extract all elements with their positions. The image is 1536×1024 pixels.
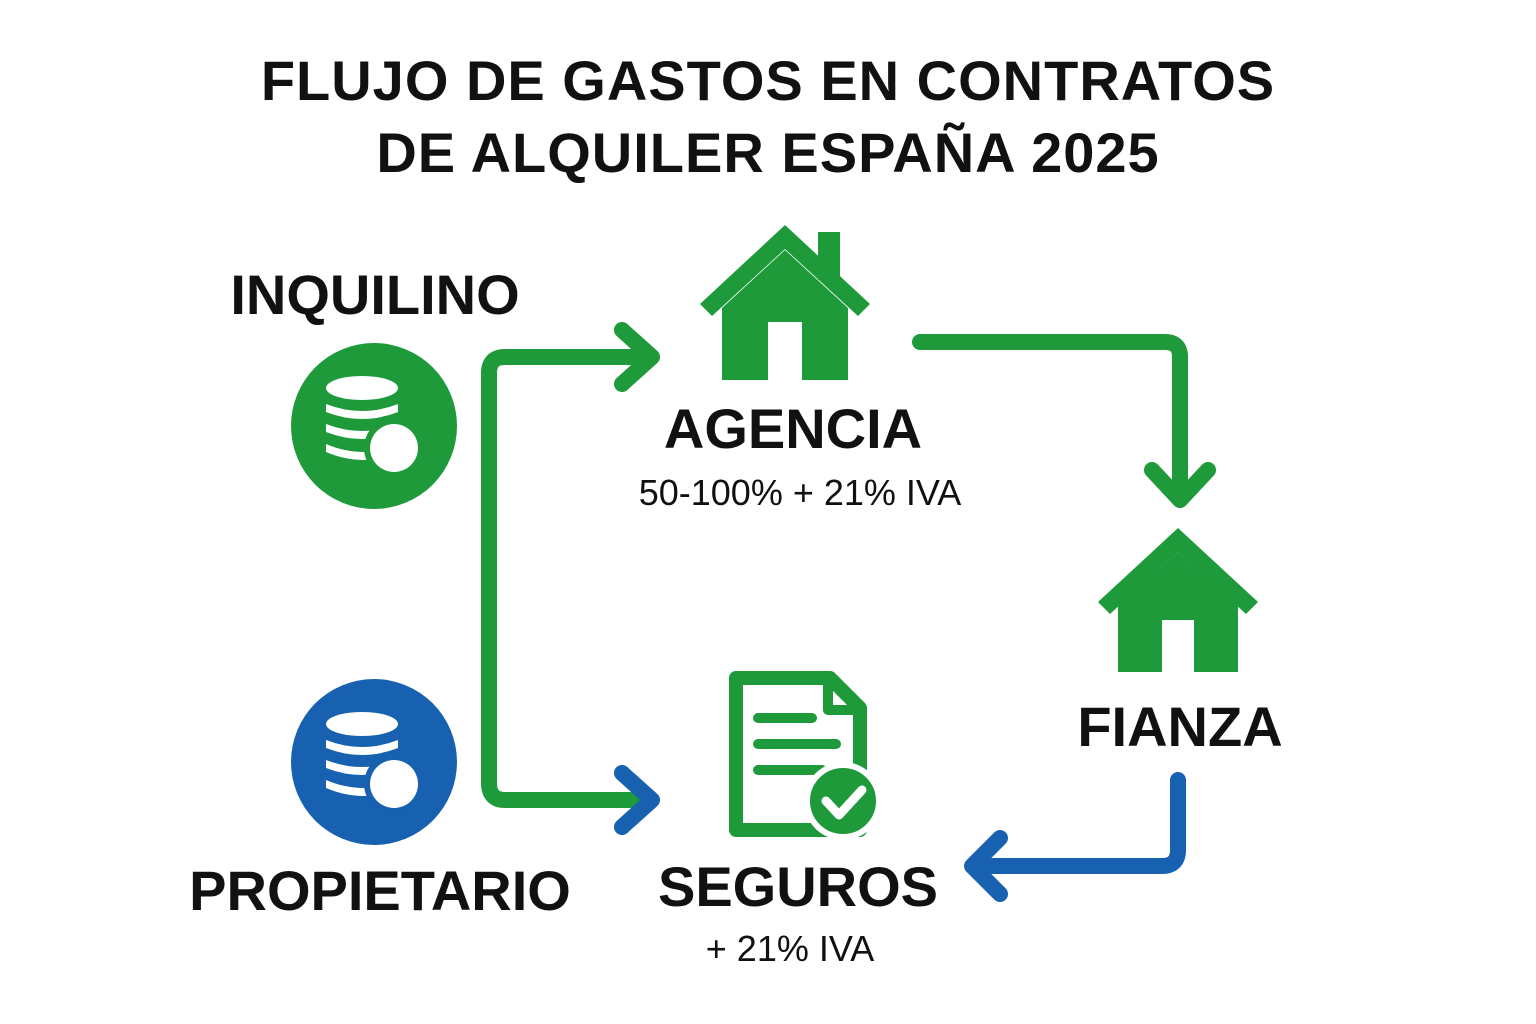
agencia-detail: 50-100% + 21% IVA [638,472,962,513]
inquilino-label: INQUILINO [230,263,520,326]
title-line-1: FLUJO DE GASTOS EN CONTRATOS [260,49,1276,112]
arrowhead-seguros [614,765,660,835]
arrow-to-agencia [481,349,658,808]
house-icon [1098,528,1258,672]
seguros-detail: + 21% IVA [705,928,875,969]
arrow-agencia-fianza [912,334,1188,503]
agencia-label: AGENCIA [663,397,923,460]
arrowhead-seguros-right [964,830,1008,902]
coins-icon [291,343,457,509]
arrowhead-agencia [614,322,660,392]
arrow-fianza-seguros [967,772,1186,874]
house-icon [700,225,870,380]
propietario-label: PROPIETARIO [189,859,571,922]
document-check-icon [729,671,882,840]
seguros-label: SEGUROS [657,855,939,918]
fianza-label: FIANZA [1077,695,1283,758]
title-line-2: DE ALQUILER ESPAÑA 2025 [376,121,1160,184]
arrowhead-fianza [1144,462,1216,508]
coins-icon [291,679,457,845]
